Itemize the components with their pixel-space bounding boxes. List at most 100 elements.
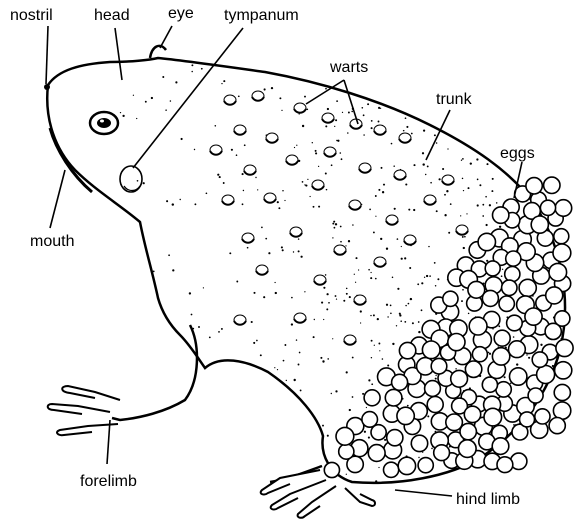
- stipple-dot: [371, 357, 372, 358]
- wart: [324, 147, 336, 157]
- egg: [528, 388, 543, 403]
- stipple-dot: [468, 313, 470, 315]
- stipple-dot: [464, 236, 466, 238]
- stipple-dot: [189, 292, 191, 294]
- egg: [398, 457, 415, 474]
- stipple-dot: [410, 298, 412, 300]
- stipple-dot: [296, 339, 297, 340]
- stipple-dot: [466, 213, 467, 214]
- stipple-dot: [223, 182, 225, 184]
- stipple-dot: [392, 343, 394, 345]
- stipple-dot: [334, 126, 335, 127]
- wart: [252, 91, 264, 101]
- stipple-dot: [298, 250, 300, 252]
- stipple-dot: [411, 133, 413, 135]
- egg: [418, 458, 433, 473]
- stipple-dot: [379, 350, 380, 351]
- stipple-dot: [323, 287, 325, 289]
- stipple-dot: [369, 209, 371, 211]
- stipple-dot: [265, 238, 267, 240]
- wart: [242, 233, 254, 243]
- stipple-dot: [151, 97, 153, 99]
- stipple-dot: [301, 256, 303, 258]
- label-nostril: nostril: [10, 7, 53, 24]
- stipple-dot: [373, 314, 375, 316]
- stipple-dot: [383, 184, 385, 186]
- stipple-dot: [325, 274, 327, 276]
- stipple-dot: [382, 358, 384, 360]
- stipple-dot: [328, 302, 330, 304]
- stipple-dot: [482, 215, 484, 217]
- stipple-dot: [325, 88, 327, 90]
- stipple-dot: [552, 365, 554, 367]
- stipple-dot: [218, 331, 220, 333]
- stipple-dot: [179, 199, 180, 200]
- egg: [544, 177, 560, 193]
- wart: [404, 235, 416, 245]
- stipple-dot: [393, 165, 395, 167]
- stipple-dot: [417, 283, 419, 285]
- stipple-dot: [309, 196, 310, 197]
- stipple-dot: [367, 103, 369, 105]
- egg: [519, 279, 536, 296]
- stipple-dot: [331, 164, 333, 166]
- stipple-dot: [299, 352, 301, 354]
- wart: [294, 103, 306, 113]
- stipple-dot: [327, 435, 329, 437]
- wart: [344, 335, 356, 345]
- stipple-dot: [387, 316, 388, 317]
- stipple-dot: [219, 176, 221, 178]
- stipple-dot: [412, 322, 414, 324]
- stipple-dot: [378, 343, 380, 345]
- stipple-dot: [251, 321, 253, 323]
- stipple-dot: [405, 183, 407, 185]
- stipple-dot: [175, 81, 177, 83]
- stipple-dot: [355, 282, 356, 283]
- stipple-dot: [256, 340, 258, 342]
- stipple-dot: [229, 252, 231, 254]
- egg: [478, 233, 495, 250]
- stipple-dot: [446, 190, 448, 192]
- stipple-dot: [434, 134, 436, 136]
- wart: [374, 257, 386, 267]
- stipple-dot: [396, 325, 397, 326]
- egg: [492, 348, 509, 365]
- stipple-dot: [397, 238, 399, 240]
- stipple-dot: [504, 376, 506, 378]
- egg: [451, 370, 468, 387]
- egg: [549, 263, 567, 281]
- wart: [290, 227, 302, 237]
- stipple-dot: [345, 245, 346, 246]
- stipple-dot: [528, 357, 530, 359]
- stipple-dot: [284, 344, 286, 346]
- stipple-dot: [306, 108, 308, 110]
- stipple-dot: [325, 172, 327, 174]
- stipple-dot: [428, 246, 429, 247]
- label-mouth: mouth: [30, 233, 74, 250]
- stipple-dot: [391, 143, 393, 145]
- stipple-dot: [375, 278, 377, 280]
- stipple-dot: [360, 322, 361, 323]
- stipple-dot: [209, 337, 211, 339]
- stipple-dot: [198, 326, 200, 328]
- egg: [532, 352, 547, 367]
- stipple-dot: [368, 437, 370, 439]
- egg: [509, 341, 526, 358]
- egg: [448, 334, 465, 351]
- stipple-dot: [380, 238, 382, 240]
- stipple-dot: [448, 232, 450, 234]
- egg: [434, 445, 450, 461]
- stipple-dot: [418, 321, 420, 323]
- stipple-dot: [294, 147, 295, 148]
- stipple-dot: [442, 168, 444, 170]
- stipple-dot: [346, 293, 348, 295]
- wart: [456, 225, 468, 235]
- stipple-dot: [313, 336, 315, 338]
- stipple-dot: [277, 369, 278, 370]
- egg: [506, 251, 521, 266]
- stipple-dot: [296, 145, 297, 146]
- egg: [526, 178, 542, 194]
- stipple-dot: [217, 174, 219, 176]
- stipple-dot: [421, 282, 423, 284]
- stipple-dot: [516, 363, 518, 365]
